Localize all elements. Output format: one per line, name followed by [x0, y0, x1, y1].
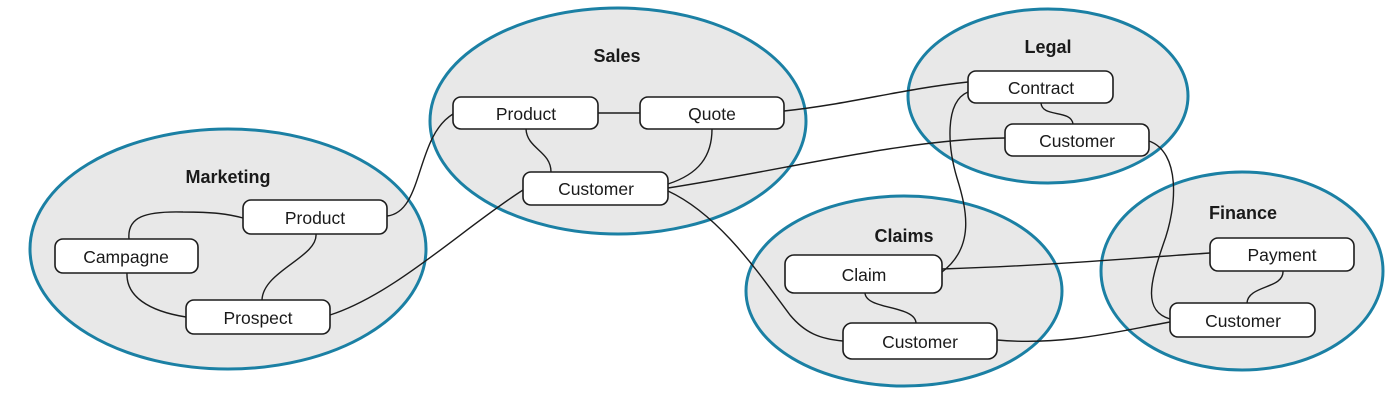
edge-sales-quote-legal-contract [783, 81, 969, 112]
edge-sales-quote-sales-customer [667, 128, 713, 185]
marketing-campagne-label: Campagne [83, 247, 169, 267]
edge-sales-customer-legal-customer [667, 137, 1006, 189]
finance-customer-label: Customer [1205, 311, 1281, 331]
legal-customer-label: Customer [1039, 131, 1115, 151]
legal-contract-box [967, 70, 1114, 104]
sales-customer-box [522, 171, 669, 206]
edge-sales-product-sales-customer [525, 128, 552, 173]
node-sales-customer: Customer [522, 171, 669, 206]
edge-marketing-product-marketing-prospect [261, 233, 317, 301]
edge-marketing-product-sales-product [386, 113, 454, 217]
claims-customer-box [842, 322, 998, 360]
edge-marketing-campagne-marketing-prospect [126, 272, 187, 318]
claims-context-title: Claims [874, 226, 933, 246]
node-marketing-prospect: Prospect [185, 299, 331, 335]
edge-sales-customer-claims-customer [667, 190, 844, 342]
marketing-campagne-box [54, 238, 199, 274]
node-marketing-product: Product [242, 199, 388, 235]
sales-quote-box [639, 96, 785, 130]
marketing-product-box [242, 199, 388, 235]
node-legal-customer: Customer [1004, 123, 1150, 157]
node-finance-customer: Customer [1169, 302, 1316, 338]
sales-context-title: Sales [593, 46, 640, 66]
edge-legal-contract-claims-claim [941, 91, 969, 273]
edge-claims-customer-finance-customer [996, 321, 1171, 343]
legal-contract-label: Contract [1008, 78, 1074, 98]
edge-marketing-campagne-marketing-product [128, 211, 244, 240]
claims-claim-box [784, 254, 943, 294]
edge-claims-claim-finance-payment [941, 252, 1211, 270]
edge-finance-payment-finance-customer [1246, 270, 1284, 304]
legal-customer-box [1004, 123, 1150, 157]
finance-context-title: Finance [1209, 203, 1277, 223]
marketing-prospect-box [185, 299, 331, 335]
sales-quote-label: Quote [688, 104, 736, 124]
node-claims-claim: Claim [784, 254, 943, 294]
sales-customer-label: Customer [558, 179, 634, 199]
node-sales-product: Product [452, 96, 599, 130]
legal-context-title: Legal [1024, 37, 1071, 57]
node-sales-quote: Quote [639, 96, 785, 130]
node-legal-contract: Contract [967, 70, 1114, 104]
edge-claims-claim-claims-customer [864, 292, 917, 324]
edge-legal-customer-finance-customer [1148, 140, 1175, 320]
node-finance-payment: Payment [1209, 237, 1355, 272]
sales-product-box [452, 96, 599, 130]
node-claims-customer: Customer [842, 322, 998, 360]
marketing-context-title: Marketing [185, 167, 270, 187]
finance-customer-box [1169, 302, 1316, 338]
marketing-product-label: Product [285, 208, 345, 228]
claims-claim-label: Claim [842, 265, 887, 285]
finance-payment-label: Payment [1247, 245, 1316, 265]
node-marketing-campagne: Campagne [54, 238, 199, 274]
finance-payment-box [1209, 237, 1355, 272]
edge-legal-contract-legal-customer [1040, 102, 1074, 125]
marketing-prospect-label: Prospect [223, 308, 292, 328]
sales-product-label: Product [496, 104, 556, 124]
edge-marketing-prospect-sales-customer [329, 189, 524, 316]
claims-customer-label: Customer [882, 332, 958, 352]
